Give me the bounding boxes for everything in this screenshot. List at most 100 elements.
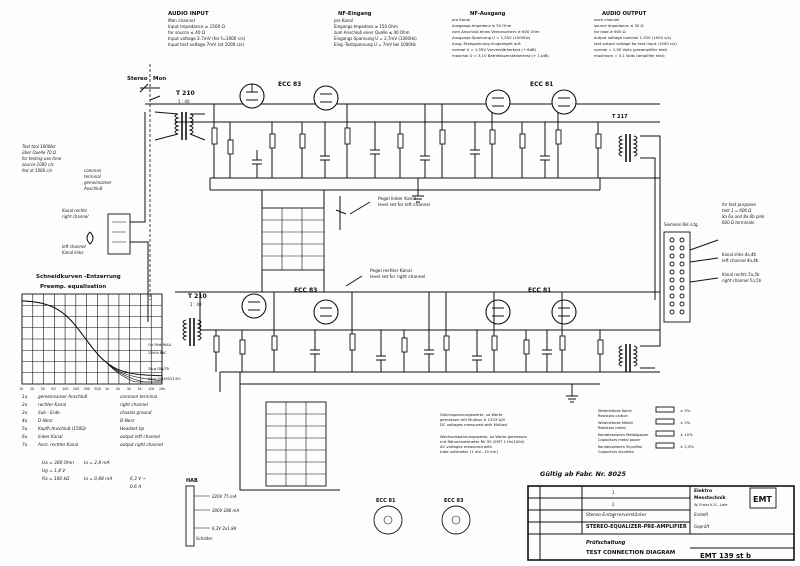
audio-output-line: source impedance ≤ 30 Ω <box>594 23 644 28</box>
stereo-mono-switch: Stereo Mon <box>127 64 166 300</box>
company-line: Messtechnik <box>694 495 727 501</box>
connector-pin <box>669 301 675 307</box>
audio-input-line: Input test voltage 7mV (at 1000 c/s) <box>168 42 245 47</box>
nf-eingang-line: Eing.-Testspannung U = 7mV bei 1000Hz <box>334 42 416 47</box>
connector-pin <box>669 237 675 243</box>
pin-number: 1a <box>22 394 28 399</box>
resistor-ladder <box>261 207 325 271</box>
audio-output-line: maximum = 3.1 Volts (amplifier test) <box>594 53 665 58</box>
connector-note: right channel 5a,5b <box>722 278 762 283</box>
formula: Ra = 100 kΩ <box>42 476 70 482</box>
component-tolerance: ± 2% <box>680 420 691 425</box>
channel-note: Kanal links <box>62 250 83 255</box>
common-terminal-note: gemeinsamer <box>84 180 112 185</box>
eq-curve <box>21 300 163 377</box>
channel-note: left channel <box>62 244 87 249</box>
power-supply: HAB 220V 75 mA 300V 280 mA 6,3V 2x1,8A S… <box>185 478 239 547</box>
connector-pin <box>669 309 675 315</box>
connector-note: test 1 = 600 Ω <box>722 208 752 213</box>
audio-input-block: AUDIO INPUT Mon channel Input impedance … <box>168 11 246 47</box>
connector-pin <box>679 253 685 259</box>
common-terminal-note: terminal <box>84 174 102 179</box>
x-tick-label: 50 <box>51 387 55 391</box>
curve-label: 35μs DIN/TR <box>148 367 170 371</box>
pin-name-en: output right channel <box>120 442 164 447</box>
test-tool-note: for testing use time <box>22 156 62 161</box>
pin-name-de: gemeinsamer Anschluß <box>38 394 88 399</box>
chart-subtitle: Preemp. equalisation <box>40 284 106 290</box>
upper-channel: T 210 1 : 40 T 217 Pegel lin <box>145 90 661 300</box>
nf-eingang-line: pro Kanal <box>334 18 353 23</box>
formula: Ua = 300 Ohm <box>42 460 74 466</box>
x-tick-label: 30 <box>41 387 45 391</box>
audio-output-line: output voltage nominal 1.55V (1000 c/s) <box>594 35 672 40</box>
common-terminal-note: Anschluß <box>83 186 103 191</box>
nf-ausgang-line: Ausg.-Testspannung eingeregelt auf: <box>452 41 521 46</box>
connector-pin <box>679 237 685 243</box>
nf-eingang-line: Eingangs-Spannung U = 2,7mV (1000Hz) <box>334 36 417 41</box>
tube-label: ECC 81 <box>528 287 551 294</box>
pin-name-de: Kopfh.Anschluß (150Ω) <box>38 426 87 431</box>
nf-ausgang-title: NF-Ausgang <box>470 11 506 17</box>
chart-curves <box>21 300 163 383</box>
tube-ecc81-bottom: ECC 81 <box>485 287 577 325</box>
pin-name-en: right channel <box>120 402 149 407</box>
pin-number: 2a <box>22 402 28 407</box>
pin-name-de: D-Nerz <box>38 418 53 423</box>
component-symbol <box>655 406 675 413</box>
input-connector <box>107 213 131 255</box>
curve-label: 50μs DIN45513 IEC <box>148 377 181 381</box>
component-tolerance: ± 10% <box>680 432 693 437</box>
nf-ausgang-block: NF-Ausgang pro Kanal Ausgangs-Impedanz ≤… <box>452 11 549 58</box>
lower-channel: T 210 1 : 40 Pegel rechter Kanal level s… <box>175 268 661 491</box>
tube-ecc83-bottom: ECC 83 <box>241 287 339 325</box>
connector-note: Kanal links 4a,4b <box>722 252 757 257</box>
pin-name-de: Sub - Erde <box>38 410 60 415</box>
logo-text: EMT <box>753 495 772 504</box>
connector-pin <box>669 285 675 291</box>
x-tick-label: 3k <box>127 387 131 391</box>
psu-switch: Schalter <box>196 536 213 541</box>
psu-row: 220V 75 mA <box>212 494 237 499</box>
component-type-de: Kondensatoren Metallpapier <box>598 433 649 437</box>
audio-output-line: for load ≥ 600 Ω <box>594 29 626 34</box>
formula: Ia = 0,88 mA <box>84 476 112 482</box>
connector-pin <box>679 285 685 291</box>
channel-note: Kanal rechts <box>62 208 87 213</box>
audio-output-line: test output voltage for test input (1000… <box>594 41 677 46</box>
pin-name-en: D-Nerz <box>120 418 135 423</box>
connector-note: 600 Ω terminals <box>722 220 754 225</box>
formula-block: Ua = 300 Ohm Ia = 2,8 mA Ug = 1,4 V Ra =… <box>42 460 147 490</box>
component-type-en: Resistors metal <box>598 426 626 430</box>
x-tick-label: 20k <box>159 387 165 391</box>
nf-ausgang-line: Ausgangs-Spannung U = 1,55V (1000Hz) <box>452 35 531 40</box>
curve-label: Ort Pilot RIAA <box>148 343 172 347</box>
audio-output-block: AUDIO OUTPUT each channel source impedan… <box>594 11 677 58</box>
formula: Ia = 2,8 mA <box>84 460 110 466</box>
title-en: STEREO-EQUALIZER-PRE-AMPLIFIER <box>586 524 687 530</box>
connector-title: Siemens Rel.-Ltg. <box>664 222 699 227</box>
drawing-title-en: TEST CONNECTION DIAGRAM <box>586 550 675 556</box>
level-note: level set for right channel <box>370 274 425 280</box>
tube-pinout-ecc83: ECC 83 <box>441 498 471 535</box>
tube-label: ECC 83 <box>278 81 301 88</box>
pin-name-de: rechter Kanal <box>38 402 67 407</box>
psu-row: 6,3V 2x1,8A <box>212 526 237 531</box>
connector-pin <box>669 245 675 251</box>
x-tick-label: 200 <box>73 387 79 391</box>
connector-pin <box>679 309 685 315</box>
eq-curve <box>21 300 162 383</box>
output-connector: Siemens Rel.-Ltg. for test purposes test… <box>663 202 765 323</box>
connector-pin <box>679 245 685 251</box>
x-tick-label: 1k <box>105 387 109 391</box>
nf-ausgang-line: Ausgangs-Impedanz ≤ 30 Ohm <box>452 23 512 28</box>
measurement-line: mit Röhrenvoltmeter RV 55 (EMT 1 Hz/1000… <box>440 439 525 444</box>
curve-label: 22kHz BBC <box>148 351 167 355</box>
nf-ausgang-line: pro Kanal <box>452 17 470 22</box>
pinout-label: ECC 81 <box>376 498 396 504</box>
connector-pin <box>679 261 685 267</box>
connector-pin <box>669 293 675 299</box>
component-symbol <box>655 442 675 449</box>
